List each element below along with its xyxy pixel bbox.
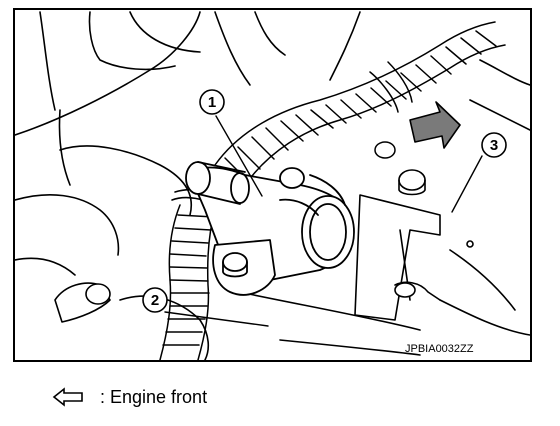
legend-text: : Engine front (100, 386, 208, 407)
diagram-frame (13, 8, 532, 362)
callout-leader-1 (215, 115, 263, 197)
callout-label-1: 1 (208, 94, 216, 111)
mounting-bracket (212, 239, 276, 296)
callout-label-2: 2 (151, 292, 159, 309)
legend: : Engine front (52, 382, 207, 412)
callout-circle-3 (481, 132, 507, 158)
outline-arrow-left-icon (52, 387, 86, 407)
callout-leader-3 (451, 155, 483, 213)
hose-stub-left (54, 282, 111, 323)
bracket-plate (354, 169, 474, 321)
corrugated-hose-upper (214, 21, 506, 186)
callout-label-3: 3 (490, 137, 498, 154)
callout-circle-1 (199, 89, 225, 115)
callout-circle-2 (142, 287, 168, 313)
corrugated-hose-lower (159, 204, 216, 360)
figure-code: JPBIA0032ZZ (405, 343, 474, 355)
engine-front-arrow (409, 101, 461, 149)
callout-leader-2 (164, 311, 269, 327)
engine-background (15, 11, 201, 136)
